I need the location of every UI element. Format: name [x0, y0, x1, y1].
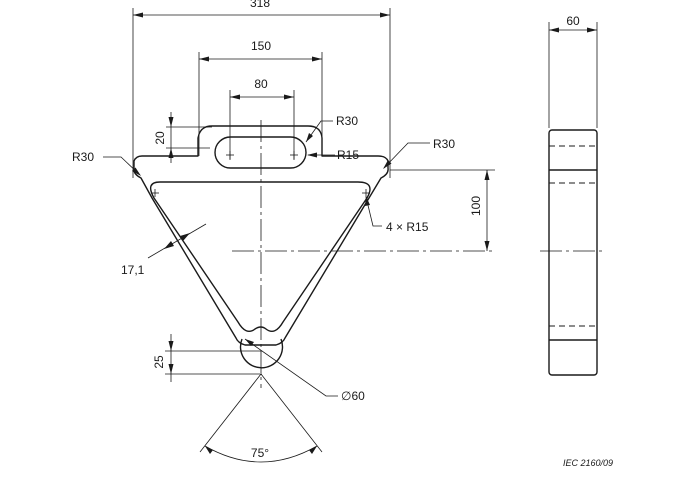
- figure-source-label: IEC 2160/09: [563, 458, 613, 468]
- dim-side-width-60: 60: [566, 14, 580, 28]
- dim-width-318: 318: [250, 0, 270, 10]
- label-r15-slot: R15: [337, 148, 359, 162]
- outer-contour: [133, 125, 389, 346]
- dim-thickness-17-1: 17,1: [121, 263, 145, 277]
- label-r30-slot: R30: [336, 114, 358, 128]
- top-slot: [214, 136, 307, 169]
- label-diameter-60: ∅60: [341, 389, 365, 403]
- dim-height-25: 25: [152, 355, 166, 369]
- label-r30-left: R30: [72, 150, 94, 164]
- side-view-body: [548, 129, 598, 376]
- dim-width-80: 80: [254, 77, 268, 91]
- label-4xr15: 4 × R15: [386, 220, 429, 234]
- dim-angle-75: 75°: [251, 446, 269, 460]
- dim-height-100: 100: [469, 196, 483, 216]
- label-r30-right: R30: [433, 137, 455, 151]
- dim-width-150: 150: [251, 39, 271, 53]
- dim-height-20: 20: [153, 131, 167, 145]
- front-view: [133, 120, 495, 388]
- inner-triangle-cutout: [149, 181, 371, 332]
- dimensions: 318 150 80 20 R30 R15 R30: [72, 0, 495, 463]
- bottom-hole-arc: [239, 338, 284, 369]
- side-view: 60: [540, 14, 606, 376]
